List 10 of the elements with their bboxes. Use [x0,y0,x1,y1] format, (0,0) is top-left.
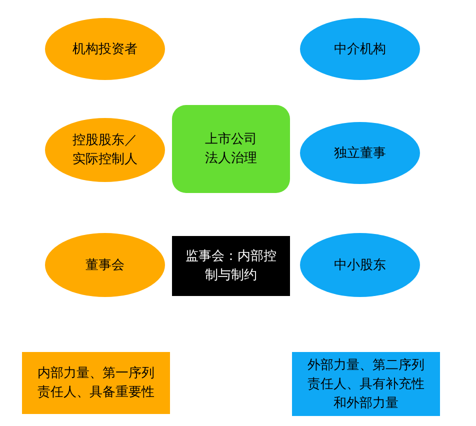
role-ellipse: 机构投资者 [45,18,165,80]
role-ellipse: 董事会 [45,233,165,297]
center-box: 上市公司法人治理 [172,105,290,193]
role-ellipse: 独立董事 [300,122,420,184]
role-ellipse: 中小股东 [300,233,420,297]
note-box: 外部力量、第二序列责任人、具有补充性和外部力量 [292,352,440,416]
role-ellipse: 控股股东／实际控制人 [45,118,165,182]
note-box: 监事会：内部控制与制约 [172,236,290,296]
note-box: 内部力量、第一序列责任人、具备重要性 [22,352,170,414]
role-ellipse: 中介机构 [300,18,420,80]
